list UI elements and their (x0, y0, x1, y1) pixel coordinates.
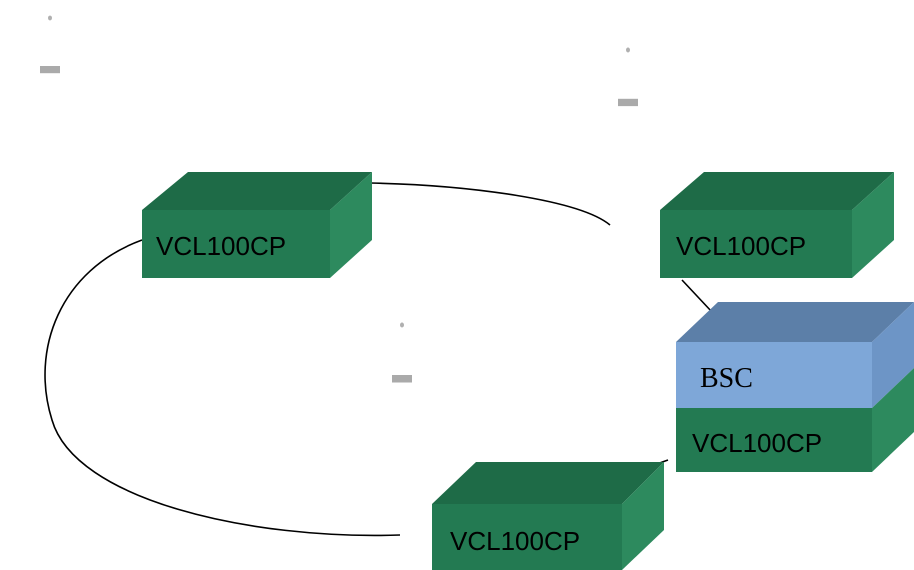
node-label: VCL100CP (450, 526, 580, 556)
vcl100cp-node-top-right: VCL100CP (660, 172, 894, 278)
vcl100cp-node-bottom: VCL100CP (432, 462, 664, 570)
bsc-label: BSC (700, 363, 753, 394)
ring-link (44, 182, 713, 537)
node-label: VCL100CP (156, 231, 286, 261)
vcl100cp-node-right: VCL100CP (676, 368, 914, 472)
vcl100cp-node-top-left: VCL100CP (142, 172, 372, 278)
node-label: VCL100CP (676, 231, 806, 261)
radio-tower-icon (14, 15, 86, 258)
bsc-node: BSC (676, 302, 914, 408)
node-label: VCL100CP (692, 428, 822, 458)
radio-tower-icon (366, 322, 438, 570)
radio-tower-icon (592, 47, 664, 295)
